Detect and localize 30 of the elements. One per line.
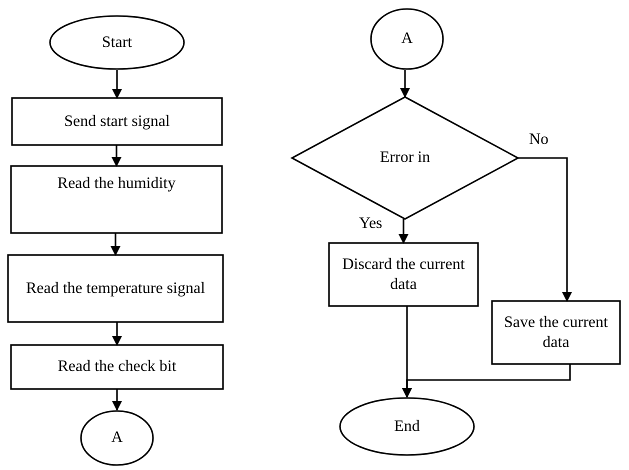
node-label: Read the temperature signal <box>26 278 206 298</box>
terminal-ellipse <box>339 397 475 456</box>
node-label: Start <box>102 32 132 52</box>
arrow <box>400 70 410 98</box>
process-box <box>10 165 223 234</box>
arrow <box>112 322 122 346</box>
node-label: Send start signal <box>64 112 170 132</box>
node-label: Read the check bit <box>58 357 176 377</box>
arrow <box>518 157 572 302</box>
node-label: Error in <box>380 148 430 168</box>
process-box <box>7 254 224 323</box>
arrow <box>402 364 571 398</box>
node-label: Save the current data <box>503 312 609 352</box>
node-label: Discard the current data <box>341 254 466 294</box>
process-box <box>328 242 479 307</box>
arrow <box>110 233 120 256</box>
node-label: A <box>111 428 123 448</box>
node-label: A <box>401 29 413 49</box>
terminal-ellipse <box>49 15 185 70</box>
arrow <box>112 70 122 99</box>
arrow <box>112 389 122 411</box>
node-label: End <box>394 416 420 436</box>
arrow <box>398 219 408 244</box>
process-box <box>10 344 224 390</box>
arrow <box>112 145 122 167</box>
terminal-ellipse <box>80 410 154 466</box>
node-label: Read the humidity <box>57 174 176 194</box>
process-box <box>491 300 621 365</box>
terminal-ellipse <box>370 8 444 70</box>
process-box <box>11 97 223 146</box>
